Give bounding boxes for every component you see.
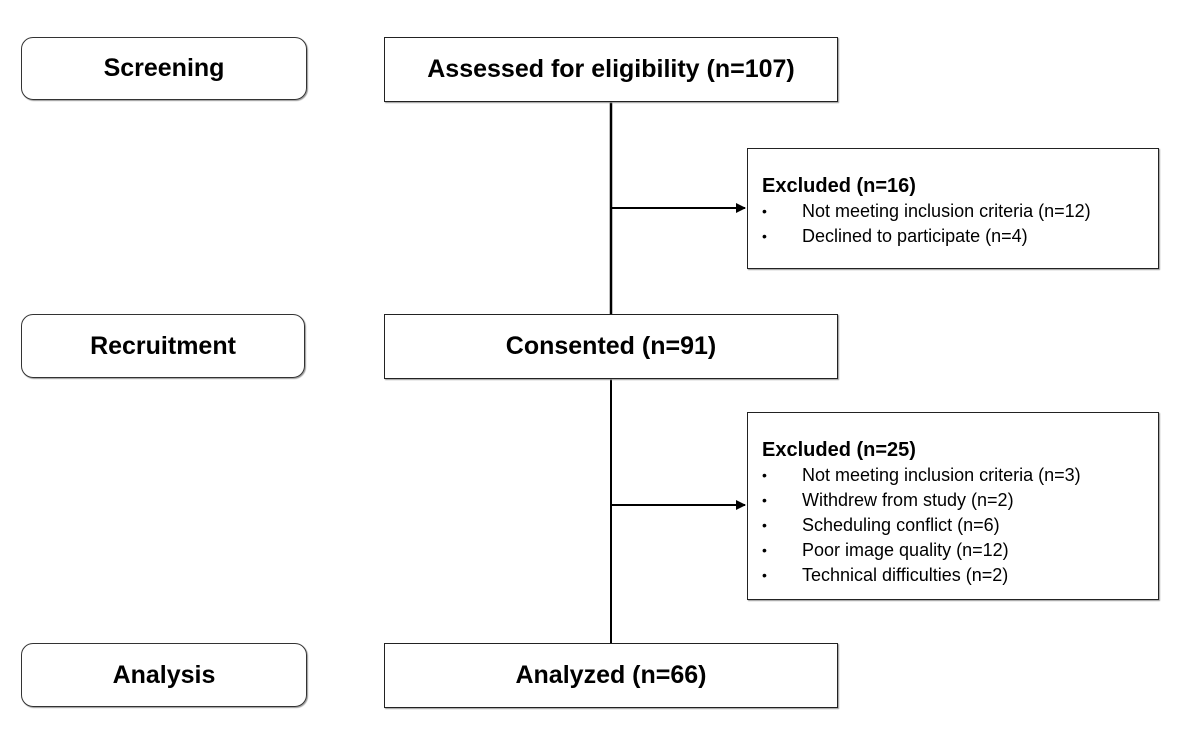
exclusion-box-1: Excluded (n=16) • Not meeting inclusion … <box>747 148 1159 269</box>
list-item: • Not meeting inclusion criteria (n=12) <box>762 199 1158 224</box>
stage-analysis-label: Analysis <box>112 660 216 689</box>
list-item-label: Not meeting inclusion criteria (n=3) <box>802 465 1081 485</box>
bullet-icon: • <box>762 542 767 558</box>
assessed-box: Assessed for eligibility (n=107) <box>384 37 838 102</box>
stage-screening: Screening <box>21 37 307 100</box>
consented-box: Consented (n=91) <box>384 314 838 379</box>
exclusion-2-list: • Not meeting inclusion criteria (n=3) •… <box>762 463 1158 588</box>
bullet-icon: • <box>762 467 767 483</box>
analyzed-box: Analyzed (n=66) <box>384 643 838 708</box>
exclusion-1-list: • Not meeting inclusion criteria (n=12) … <box>762 199 1158 249</box>
bullet-icon: • <box>762 567 767 583</box>
assessed-label: Assessed for eligibility (n=107) <box>427 55 795 83</box>
exclusion-1-title: Excluded (n=16) <box>762 175 916 197</box>
list-item-label: Withdrew from study (n=2) <box>802 490 1014 510</box>
list-item: • Poor image quality (n=12) <box>762 538 1158 563</box>
stage-recruitment: Recruitment <box>21 314 305 378</box>
stage-recruitment-label: Recruitment <box>90 331 236 360</box>
list-item-label: Technical difficulties (n=2) <box>802 565 1009 585</box>
stage-analysis: Analysis <box>21 643 307 707</box>
list-item: • Technical difficulties (n=2) <box>762 563 1158 588</box>
exclusion-box-2: Excluded (n=25) • Not meeting inclusion … <box>747 412 1159 600</box>
list-item: • Declined to participate (n=4) <box>762 224 1158 249</box>
analyzed-label: Analyzed (n=66) <box>515 661 707 689</box>
bullet-icon: • <box>762 228 767 244</box>
list-item-label: Scheduling conflict (n=6) <box>802 515 1000 535</box>
exclusion-2-title: Excluded (n=25) <box>762 439 916 461</box>
list-item-label: Poor image quality (n=12) <box>802 540 1009 560</box>
bullet-icon: • <box>762 203 767 219</box>
stage-screening-label: Screening <box>103 54 225 82</box>
list-item: • Not meeting inclusion criteria (n=3) <box>762 463 1158 488</box>
list-item-label: Declined to participate (n=4) <box>802 226 1028 246</box>
bullet-icon: • <box>762 517 767 533</box>
list-item: • Scheduling conflict (n=6) <box>762 513 1158 538</box>
consented-label: Consented (n=91) <box>505 332 717 360</box>
list-item: • Withdrew from study (n=2) <box>762 488 1158 513</box>
list-item-label: Not meeting inclusion criteria (n=12) <box>802 201 1091 221</box>
bullet-icon: • <box>762 492 767 508</box>
